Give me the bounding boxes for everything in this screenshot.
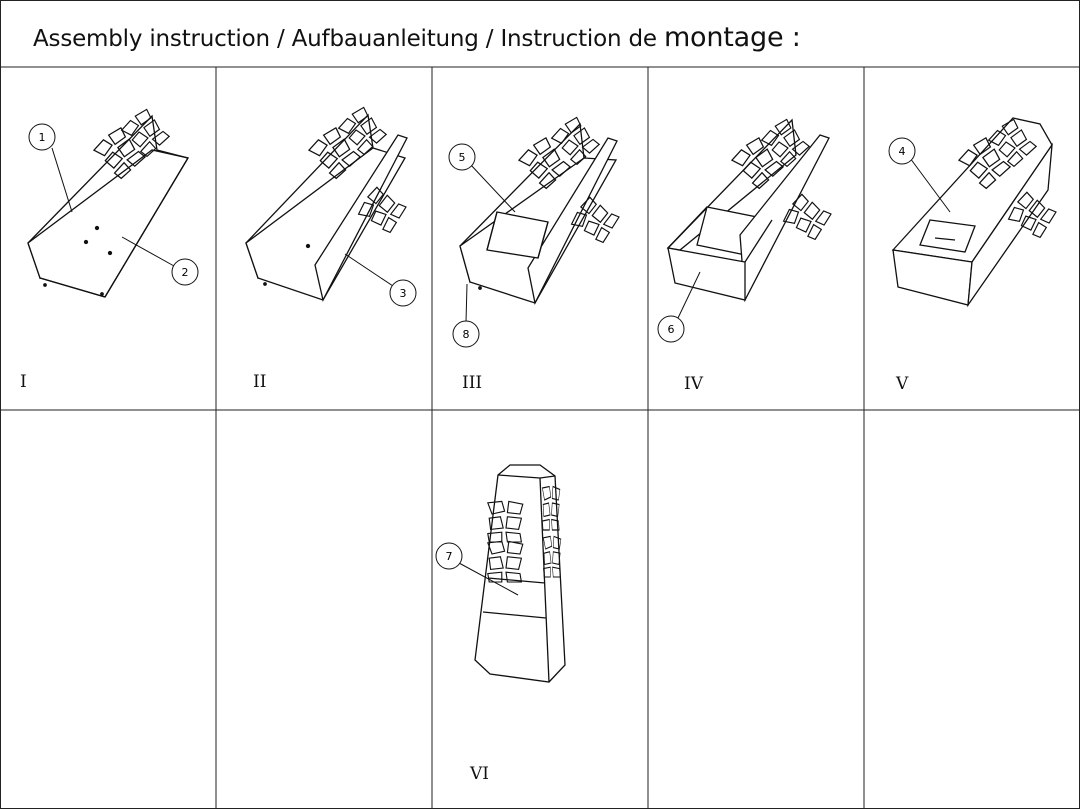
step-2-drawing	[245, 104, 408, 302]
callout-6: 6	[668, 323, 675, 336]
step-6-callouts	[435, 542, 519, 596]
callout-4: 4	[899, 145, 906, 158]
step-6-drawing	[474, 464, 566, 683]
callout-3: 3	[400, 287, 407, 300]
page-title: Assembly instruction / Aufbauanleitung /…	[33, 22, 801, 53]
step-4-drawing	[666, 116, 833, 303]
step-3-drawing	[459, 114, 621, 305]
step-label-5: V	[896, 374, 909, 394]
step-label-2: II	[253, 372, 267, 392]
step-2-callouts	[344, 253, 417, 307]
callout-2: 2	[182, 266, 189, 279]
callout-7: 7	[446, 550, 453, 563]
step-5-callouts	[888, 137, 951, 213]
title-main: Assembly instruction / Aufbauanleitung /…	[33, 26, 657, 52]
step-1-drawing	[27, 106, 190, 298]
callout-8: 8	[463, 328, 470, 341]
step-1-callouts	[28, 123, 199, 286]
callout-5: 5	[459, 151, 466, 164]
step-label-6: VI	[470, 764, 489, 784]
step-3-callouts	[448, 143, 516, 348]
step-4-callouts	[657, 271, 701, 343]
step-label-1: I	[20, 372, 27, 392]
step-label-4: IV	[684, 374, 703, 394]
callout-1: 1	[39, 131, 46, 144]
step-label-3: III	[462, 373, 483, 393]
title-end: montage :	[663, 22, 801, 53]
step-5-drawing	[891, 116, 1058, 308]
